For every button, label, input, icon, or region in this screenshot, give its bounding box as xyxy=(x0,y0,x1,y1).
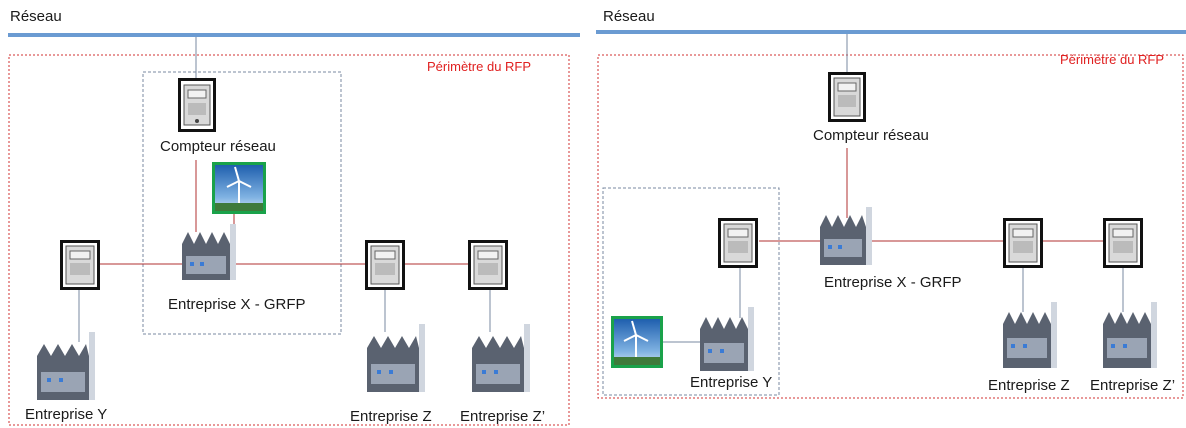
meter-z-icon xyxy=(365,240,405,290)
factory-y-icon xyxy=(35,330,101,407)
wind-turbine-icon xyxy=(212,162,266,214)
diagram-left: Réseau Périmètre du RFP Compteur réseau … xyxy=(0,0,580,428)
diagram-right-connections xyxy=(596,30,1186,399)
factory-z-prime-icon xyxy=(470,322,536,399)
company-y-label: Entreprise Y xyxy=(25,406,108,423)
wind-turbine-icon xyxy=(611,316,663,368)
company-z-label: Entreprise Z xyxy=(350,408,432,425)
factory-z-prime-icon xyxy=(1101,300,1163,375)
perimeter-label: Périmètre du RFP xyxy=(427,59,532,74)
company-x-label: Entreprise X - GRFP xyxy=(168,296,306,313)
grid-meter-icon xyxy=(178,78,216,132)
grid-meter-label: Compteur réseau xyxy=(813,127,929,144)
company-y-boundary xyxy=(602,187,780,396)
perimeter-label: Périmètre du RFP xyxy=(1060,52,1165,67)
network-bar xyxy=(596,30,1186,34)
company-z-prime-label: Entreprise Z’ xyxy=(1090,377,1176,394)
company-z-prime-label: Entreprise Z’ xyxy=(460,408,546,425)
rfp-perimeter-border xyxy=(597,54,1184,399)
company-y-label: Entreprise Y xyxy=(690,374,773,391)
network-label: Réseau xyxy=(10,8,62,25)
rfp-perimeter-border xyxy=(8,54,570,426)
meter-y-icon xyxy=(60,240,100,290)
company-x-label: Entreprise X - GRFP xyxy=(824,274,962,291)
network-label: Réseau xyxy=(603,8,655,25)
factory-z-icon xyxy=(1001,300,1063,375)
meter-z-icon xyxy=(1003,218,1043,268)
network-bar xyxy=(8,33,580,37)
company-z-label: Entreprise Z xyxy=(988,377,1070,394)
grid-meter-label: Compteur réseau xyxy=(160,138,276,155)
diagram-right: Réseau Périmètre du RFP Compteur réseau … xyxy=(593,0,1186,428)
grid-meter-icon xyxy=(828,72,866,122)
diagram-left-connections xyxy=(8,33,580,426)
factory-icon xyxy=(818,205,878,274)
factory-z-icon xyxy=(365,322,431,399)
meter-z-prime-icon xyxy=(1103,218,1143,268)
factory-icon xyxy=(180,222,242,289)
factory-y-icon xyxy=(698,305,760,378)
meter-y-icon xyxy=(718,218,758,268)
meter-z-prime-icon xyxy=(468,240,508,290)
